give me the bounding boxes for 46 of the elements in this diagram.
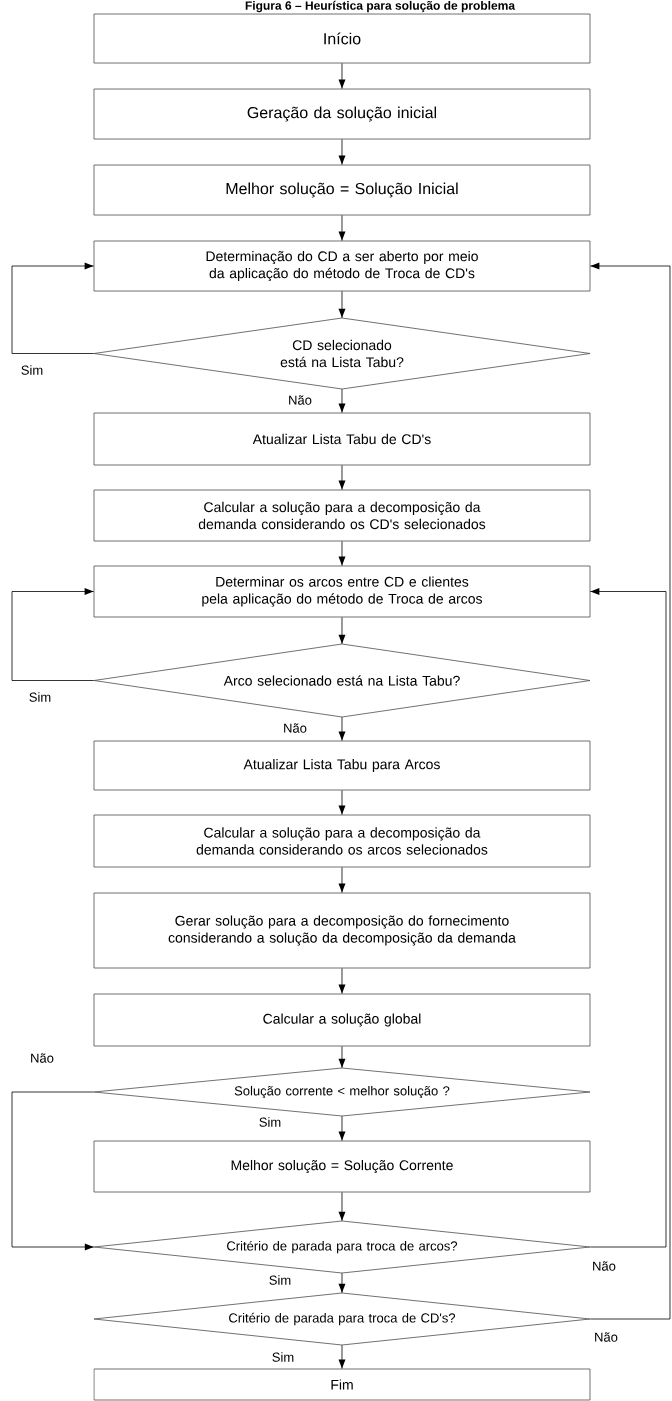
arrow: [338, 541, 346, 566]
process-box: Gerar solução para a decomposição do fornecimento considerando a solução da decomposição da demanda: [93, 892, 591, 969]
arrow: [338, 291, 346, 319]
arrow: [338, 790, 346, 815]
arrow: [338, 215, 346, 241]
arrow: [338, 617, 346, 645]
arrow: [589, 262, 671, 1320]
arrow: [338, 139, 346, 165]
arrow: [338, 1115, 346, 1141]
edge-label: Não: [591, 1260, 617, 1272]
arrow: [338, 1272, 346, 1294]
arrow: [11, 588, 95, 681]
arrow: [338, 867, 346, 893]
edge-label: Não: [29, 1052, 55, 1064]
arrow: [338, 716, 346, 741]
process-box: Melhor solução = Solução Corrente: [93, 1140, 591, 1193]
arrow: [11, 262, 95, 354]
process-box: Geração da solução inicial: [93, 88, 591, 140]
figure-title: Figura 6 – Heurística para solução de problema: [245, 0, 516, 13]
arrow: [338, 388, 346, 413]
process-box: Atualizar Lista Tabu para Arcos: [93, 740, 591, 791]
process-box: Fim: [93, 1368, 591, 1401]
process-box: Início: [93, 13, 591, 64]
arrow: [338, 465, 346, 490]
edge-label: Sim: [27, 691, 53, 703]
arrow: [11, 1091, 95, 1251]
process-box: Determinar os arcos entre CD e clientes pela aplicação do método de Troca de arcos: [93, 565, 591, 618]
edge-label: Sim: [270, 1351, 296, 1363]
arrow: [338, 1192, 346, 1222]
edge-label: Não: [282, 722, 308, 734]
edge-label: Sim: [267, 1274, 293, 1286]
process-box: Atualizar Lista Tabu de CD's: [93, 412, 591, 466]
edge-label: Sim: [19, 364, 45, 376]
arrow: [338, 968, 346, 994]
process-box: Calcular a solução para a decomposição da demanda considerando os CD's selecionados: [93, 489, 591, 542]
edge-label: Não: [287, 394, 313, 406]
process-box: Calcular a solução global: [93, 993, 591, 1047]
edge-label: Não: [593, 1331, 619, 1343]
arrow: [338, 1046, 346, 1069]
process-box: Melhor solução = Solução Inicial: [93, 164, 591, 216]
process-box: Calcular a solução para a decomposição da demanda considerando os arcos selecionados: [93, 814, 591, 868]
process-box: Determinação do CD a ser aberto por meio da aplicação do método de Troca de CD's: [93, 240, 591, 292]
arrow: [589, 588, 667, 1248]
arrow: [338, 63, 346, 90]
arrow: [338, 1344, 346, 1369]
edge-label: Sim: [257, 1116, 283, 1128]
